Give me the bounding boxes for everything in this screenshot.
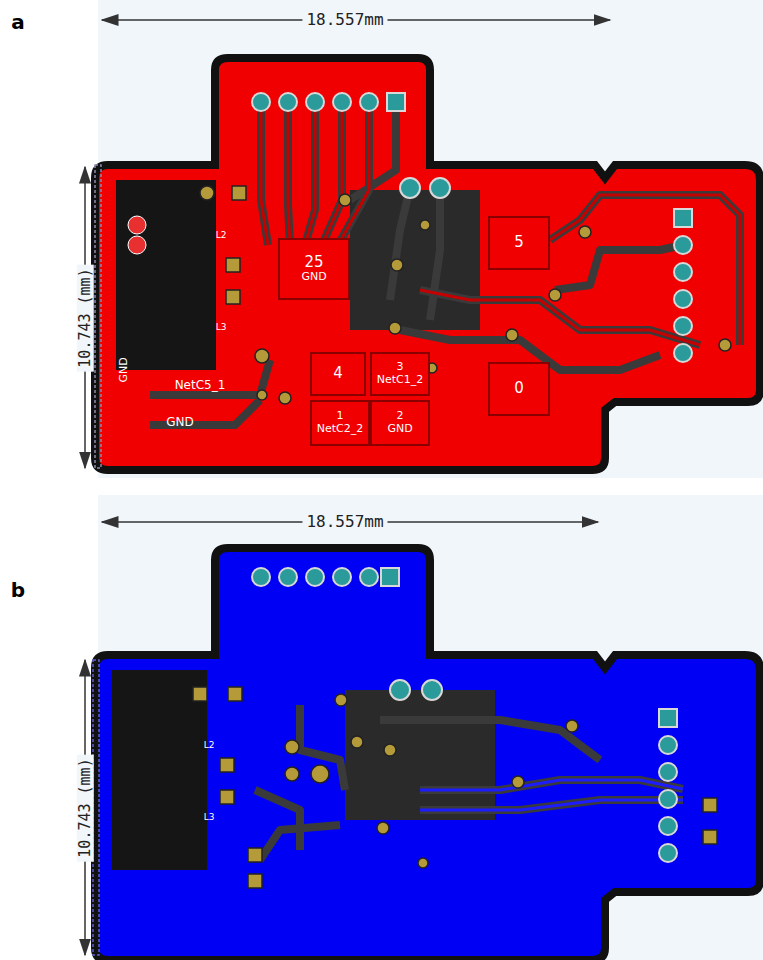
pad-text: NetC1_2 [377,374,424,387]
dimension-text: 10.743 (mm) [77,754,94,861]
smd-pad: 2GND [370,400,430,446]
top-layer [95,58,760,470]
dimension-text: 18.557mm [302,11,387,29]
pad-text: 0 [514,380,524,397]
dimension-text: 10.743 (mm) [77,264,94,371]
designator: L2 [204,741,215,751]
pad-text: 1 [337,410,344,423]
net-label: GND [118,357,130,382]
pad-text: 25 [304,254,323,271]
net-label: NetC5_1 [175,379,226,392]
dimension-lines [85,20,610,955]
pad-text: 4 [333,365,343,382]
designator: L3 [216,323,227,333]
pad-text: GND [301,271,326,284]
pad-text: 5 [514,234,524,251]
pad-text: 2 [397,410,404,423]
bottom-layer [95,548,760,960]
net-label: GND [166,416,194,429]
designator: L2 [216,231,227,241]
pad-text: 3 [397,361,404,374]
chip-pad: 25GND [278,238,350,300]
designator: L3 [204,813,215,823]
smd-pad: 4 [310,352,366,396]
smd-pad: 5 [488,216,550,270]
pad-text: NetC2_2 [317,423,364,436]
dimension-text: 18.557mm [302,513,387,531]
panel-letter: b [11,579,25,601]
smd-pad: 0 [488,362,550,416]
pad-text: GND [387,423,412,436]
smd-pad: 3NetC1_2 [370,352,430,396]
smd-pad: 1NetC2_2 [310,400,370,446]
panel-letter: a [11,11,25,33]
